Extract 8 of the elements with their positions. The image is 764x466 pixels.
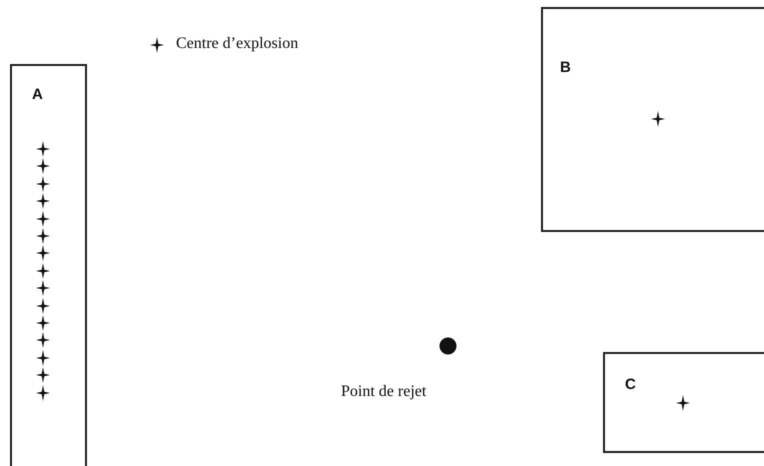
zone-label: A	[32, 86, 43, 103]
zone-label: C	[625, 376, 636, 393]
zone-label: B	[560, 59, 571, 76]
release-point-label: Point de rejet	[341, 383, 426, 401]
legend-label: Centre d’explosion	[176, 35, 298, 53]
zone-box	[603, 352, 764, 453]
zone-box	[541, 7, 764, 232]
zone-box	[10, 64, 87, 466]
